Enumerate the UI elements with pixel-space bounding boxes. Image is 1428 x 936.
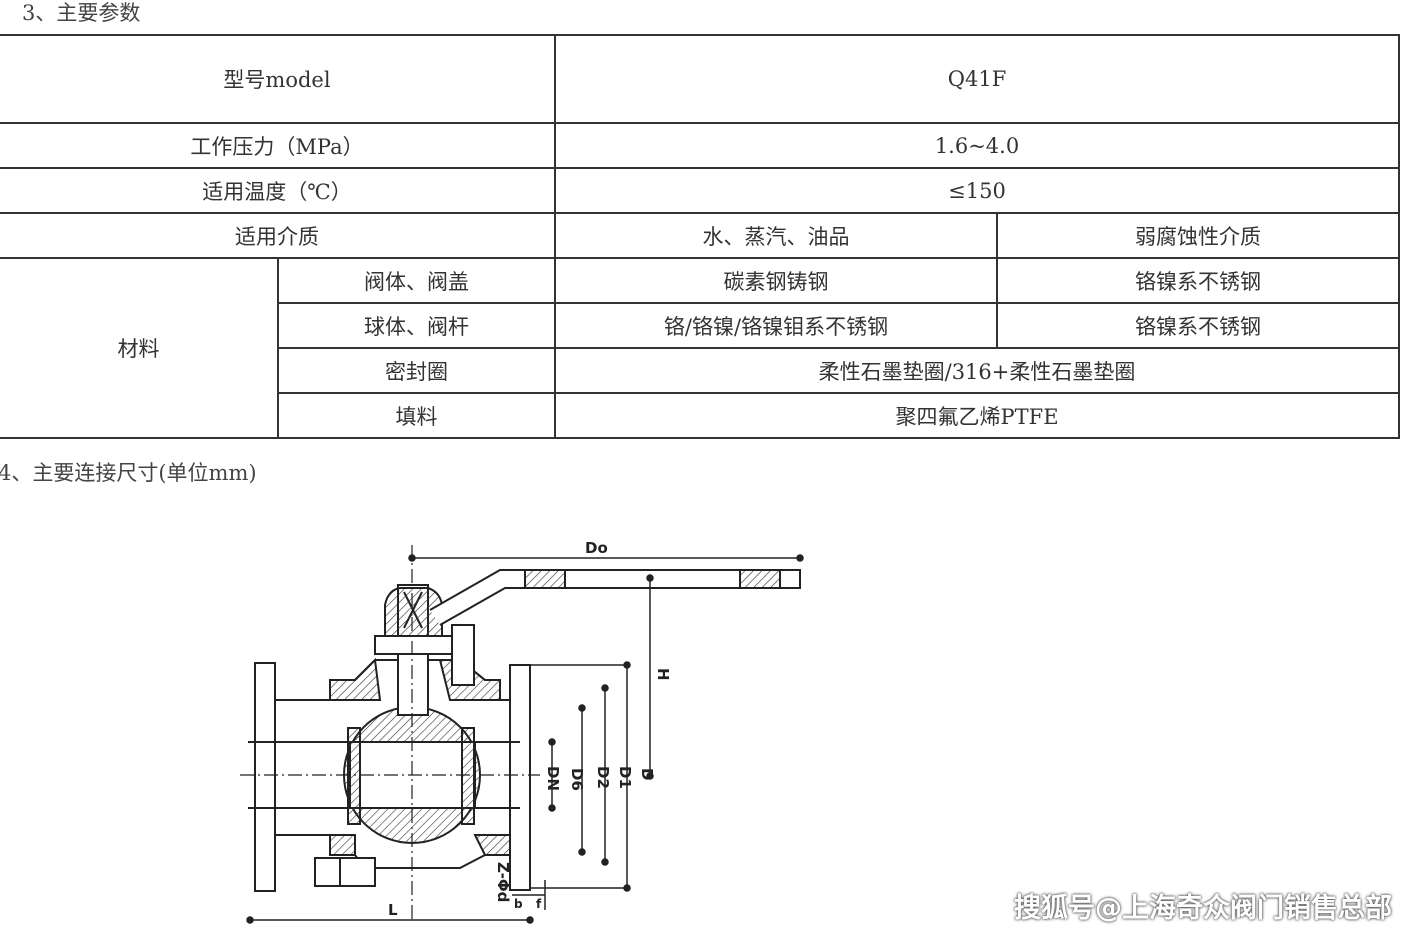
label-b: b <box>514 897 523 911</box>
table-row: 适用温度（℃） ≤150 <box>0 167 1401 214</box>
handle <box>429 569 801 626</box>
model-label: 型号model <box>0 34 556 124</box>
body-label: 阀体、阀盖 <box>277 257 556 304</box>
body-b: 铬镍系不锈钢 <box>995 257 1401 304</box>
right-flange <box>509 664 531 891</box>
ball-b: 铬镍系不锈钢 <box>995 302 1401 349</box>
table-row: 工作压力（MPa） 1.6~4.0 <box>0 122 1401 169</box>
medium-label: 适用介质 <box>0 212 556 259</box>
label-dn: DN <box>544 766 562 791</box>
parameters-table: 型号model Q41F 工作压力（MPa） 1.6~4.0 适用温度（℃） ≤… <box>0 34 1401 439</box>
label-l: L <box>388 901 398 919</box>
table-row: 型号model Q41F <box>0 34 1401 124</box>
ball-a: 铬/铬镍/铬镍钼系不锈钢 <box>554 302 998 349</box>
label-h: H <box>654 668 672 681</box>
ball-valve-drawing: Do H DN D6 D2 D1 D L Z-Φd b f <box>240 539 804 924</box>
packing-label: 填料 <box>277 392 556 439</box>
seal-value: 柔性石墨垫圈/316+柔性石墨垫圈 <box>553 347 1401 394</box>
label-z: Z-Φd <box>494 862 512 902</box>
label-f: f <box>536 897 542 911</box>
pressure-label: 工作压力（MPa） <box>0 122 556 169</box>
packing-value: 聚四氟乙烯PTFE <box>553 392 1401 439</box>
watermark: 搜狐号@上海奇众阀门销售总部 <box>1014 893 1392 924</box>
medium-a: 水、蒸汽、油品 <box>554 212 998 259</box>
table-row: 材料 阀体、阀盖 碳素钢铸钢 铬镍系不锈钢 <box>0 257 1401 439</box>
label-d6: D6 <box>568 768 586 791</box>
label-d1: D1 <box>616 766 634 789</box>
section-3-heading: 3、主要参数 <box>22 1 141 25</box>
label-d: D <box>638 768 656 780</box>
pressure-value: 1.6~4.0 <box>553 122 1401 169</box>
table-row: 密封圈 柔性石墨垫圈/316+柔性石墨垫圈 <box>0 347 1401 394</box>
material-label: 材料 <box>0 257 279 439</box>
left-flange <box>254 662 276 892</box>
ball-label: 球体、阀杆 <box>277 302 556 349</box>
table-row: 填料 聚四氟乙烯PTFE <box>0 392 1401 439</box>
label-d2: D2 <box>594 766 612 789</box>
seal-label: 密封圈 <box>277 347 556 394</box>
label-do: Do <box>585 539 608 557</box>
temperature-label: 适用温度（℃） <box>0 167 556 214</box>
medium-b: 弱腐蚀性介质 <box>995 212 1401 259</box>
temperature-value: ≤150 <box>553 167 1401 214</box>
table-row: 球体、阀杆 铬/铬镍/铬镍钼系不锈钢 铬镍系不锈钢 <box>0 302 1401 349</box>
body-a: 碳素钢铸钢 <box>554 257 998 304</box>
section-4-heading: 4、主要连接尺寸(单位mm) <box>0 461 257 485</box>
table-row: 适用介质 水、蒸汽、油品 弱腐蚀性介质 <box>0 212 1401 259</box>
model-value: Q41F <box>553 34 1401 124</box>
